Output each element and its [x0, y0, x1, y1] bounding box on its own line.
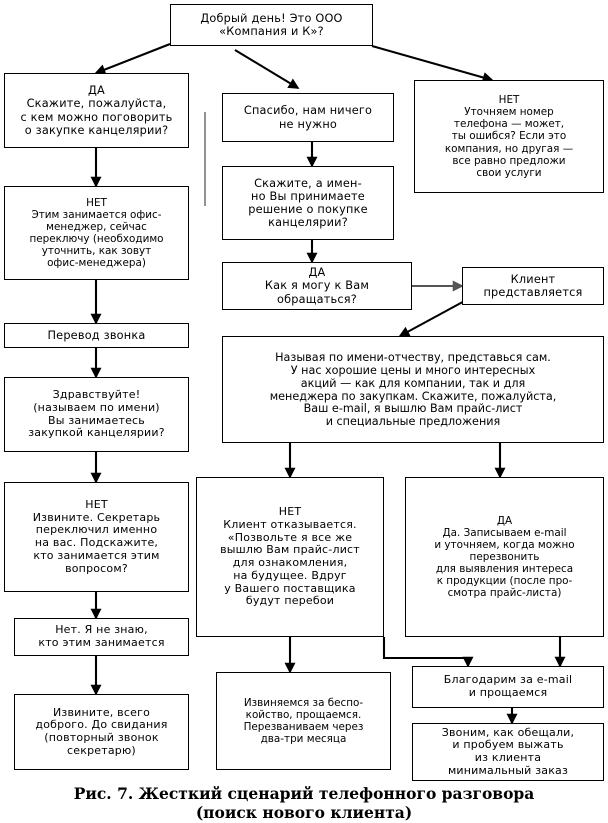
node-thanks-nothing[interactable]: Спасибо, нам ничего не нужно	[222, 93, 394, 142]
node-yes-how-address[interactable]: ДА Как я могу к Вам обращаться?	[222, 262, 412, 310]
node-no-client-refuses[interactable]: НЕТ Клиент отказывается. «Позвольте я вс…	[196, 477, 384, 637]
node-no-secretary[interactable]: НЕТ Извините. Секретарь переключил именн…	[4, 482, 189, 592]
node-thanks-email[interactable]: Благодарим за e-mail и прощаемся	[412, 666, 604, 708]
node-hello-by-name[interactable]: Здравствуйте! (называем по имени) Вы зан…	[4, 377, 189, 452]
node-apologize-callback[interactable]: Извиняемся за беспо- койство, прощаемся.…	[216, 672, 391, 770]
node-call-transfer[interactable]: Перевод звонка	[4, 323, 189, 348]
node-yes-record-email[interactable]: ДА Да. Записываем e-mail и уточняем, ког…	[405, 477, 604, 637]
node-call-as-promised[interactable]: Звоним, как обещали, и пробуем выжать из…	[412, 723, 604, 781]
node-pitch[interactable]: Называя по имени-отчеству, представься с…	[222, 336, 604, 443]
node-sorry-goodbye[interactable]: Извините, всего доброго. До свидания (по…	[14, 694, 189, 770]
node-dont-know[interactable]: Нет. Я не знаю, кто этим занимается	[14, 618, 189, 656]
node-no-office-manager[interactable]: НЕТ Этим занимается офис- менеджер, сейч…	[4, 186, 189, 280]
node-client-introduces[interactable]: Клиент представляется	[462, 267, 604, 305]
node-yes-who-buys[interactable]: ДА Скажите, пожалуйста, с кем можно пого…	[4, 73, 189, 148]
node-you-decide[interactable]: Скажите, а имен- но Вы принимаете решени…	[222, 166, 394, 240]
node-greeting[interactable]: Добрый день! Это ООО «Компания и К»?	[170, 4, 373, 46]
figure-caption: Рис. 7. Жесткий сценарий телефонного раз…	[73, 784, 535, 823]
node-no-check-number[interactable]: НЕТ Уточняем номер телефона — может, ты …	[414, 80, 604, 193]
